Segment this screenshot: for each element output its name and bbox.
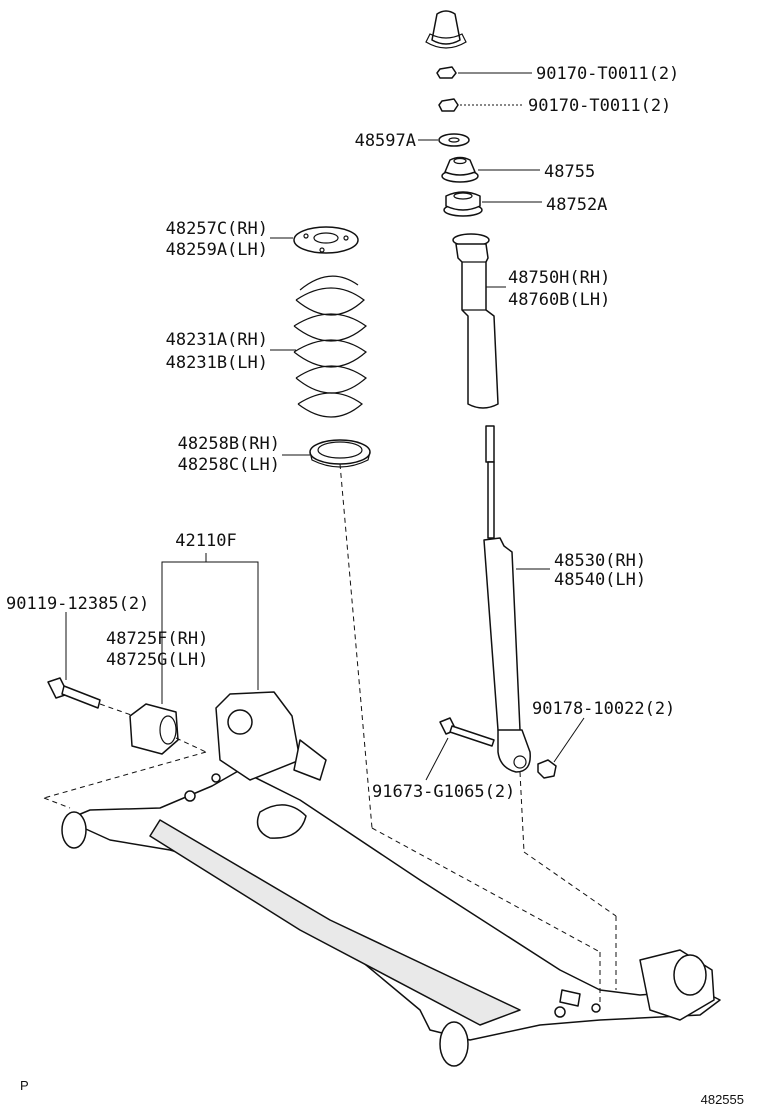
- washer: [418, 133, 470, 147]
- label-shock-nut: 90178-10022(2): [532, 699, 675, 719]
- corner-mark-left: P: [20, 1078, 29, 1093]
- label-shock-lh: 48540(LH): [554, 570, 646, 590]
- label-insulator-upper-rh: 48257C(RH): [166, 219, 268, 239]
- axle-beam: [61, 553, 721, 1067]
- label-upper-support: 48755: [544, 162, 595, 182]
- nut-upper: [436, 66, 532, 79]
- label-beam-bolt: 90119-12385(2): [6, 594, 149, 614]
- corner-mark-right: 482555: [701, 1092, 744, 1107]
- coil-spring: [270, 275, 367, 418]
- bump-cap: [425, 10, 467, 49]
- nut-lower: [438, 98, 524, 112]
- label-nut-upper: 90170-T0011(2): [536, 64, 679, 84]
- label-support-cushion: 48752A: [546, 195, 607, 215]
- beam-bolt: [47, 612, 101, 709]
- label-bumper-lh: 48760B(LH): [508, 290, 610, 310]
- label-spring-lh: 48231B(LH): [166, 353, 268, 373]
- label-beam: 42110F: [175, 531, 236, 551]
- shock-nut: [537, 717, 585, 779]
- label-bushing-rh: 48725F(RH): [106, 629, 208, 649]
- label-washer: 48597A: [355, 131, 416, 151]
- label-bushing-lh: 48725G(LH): [106, 650, 208, 670]
- upper-support: [441, 156, 540, 183]
- label-nut-lower: 90170-T0011(2): [528, 96, 671, 116]
- label-insulator-upper-lh: 48259A(LH): [166, 240, 268, 260]
- shock-bolt: [425, 717, 495, 781]
- lower-insulator: [282, 439, 371, 468]
- bump-bumper: [452, 233, 506, 409]
- label-bumper-rh: 48750H(RH): [508, 268, 610, 288]
- bushing: [129, 566, 179, 755]
- upper-insulator: [270, 226, 359, 254]
- label-shock-rh: 48530(RH): [554, 551, 646, 571]
- shock-absorber: [483, 425, 550, 773]
- support-cushion: [443, 191, 542, 217]
- assembly-lines: [43, 463, 617, 1005]
- label-insulator-lower-lh: 48258C(LH): [178, 455, 280, 475]
- label-shock-bolt: 91673-G1065(2): [372, 782, 515, 802]
- label-spring-rh: 48231A(RH): [166, 330, 268, 350]
- label-insulator-lower-rh: 48258B(RH): [178, 434, 280, 454]
